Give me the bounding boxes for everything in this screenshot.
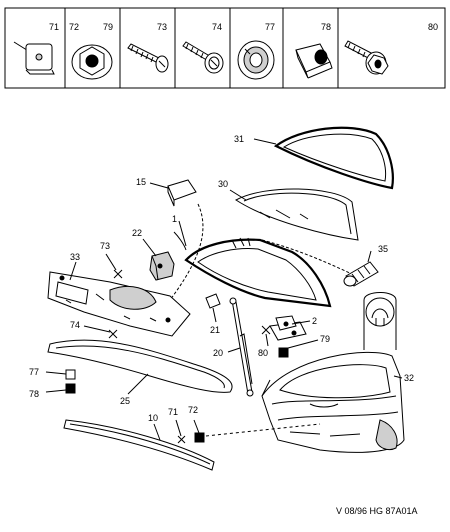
callout-1: 1	[172, 214, 177, 224]
nut-79: 79	[278, 334, 330, 358]
hardware-number-77: 77	[265, 22, 275, 32]
screw-74-icon	[182, 41, 224, 74]
callout-20: 20	[213, 348, 223, 358]
cage-nut-78: 78	[29, 383, 76, 399]
spoiler-trim-25: 25	[47, 339, 233, 406]
callout-30: 30	[218, 179, 228, 189]
callout-15: 15	[136, 177, 146, 187]
hardware-number-72: 72	[69, 22, 79, 32]
fastener-73: 73	[100, 241, 123, 279]
strut-end-35: 35	[343, 244, 388, 287]
fastener-71-bottom: 71	[168, 407, 186, 444]
rear-glass-30: 30	[218, 179, 359, 241]
hinge-2: 2	[269, 315, 317, 341]
callout-74: 74	[70, 320, 80, 330]
callout-10: 10	[148, 413, 158, 423]
fastener-74: 74	[70, 320, 118, 339]
callout-78: 78	[29, 389, 39, 399]
pad-15: 15	[136, 177, 197, 207]
diagram-reference: V 08/96 HG 87A01A	[336, 506, 418, 516]
car-rear-32: 32	[261, 351, 414, 453]
callout-80: 80	[258, 348, 268, 358]
callout-33: 33	[70, 252, 80, 262]
inner-trim-panel-33: 33	[47, 252, 191, 337]
seal-detail-inset	[363, 292, 397, 350]
callout-77: 77	[29, 367, 39, 377]
flange-nut-72-icon	[71, 44, 113, 80]
hardware-number-71: 71	[49, 22, 59, 32]
lower-trim-strip-10: 10	[63, 413, 215, 471]
hardware-number-73: 73	[157, 22, 167, 32]
grommet-77: 77	[29, 367, 76, 380]
bolt-80-icon	[344, 40, 389, 75]
clip-71-icon	[13, 41, 55, 75]
wiring-lines	[169, 203, 353, 301]
callout-32: 32	[404, 373, 414, 383]
callout-21: 21	[210, 325, 220, 335]
window-seal-31: 31	[234, 126, 394, 190]
callout-2: 2	[312, 316, 317, 326]
callout-71: 71	[168, 407, 178, 417]
cage-nut-78-icon	[295, 43, 333, 79]
hardware-number-79: 79	[103, 22, 113, 32]
fastener-80: 80	[258, 325, 271, 358]
tailgate-frame-1: 1	[172, 214, 332, 308]
hardware-number-74: 74	[212, 22, 222, 32]
callout-79: 79	[320, 334, 330, 344]
screw-73-icon	[127, 43, 169, 73]
callout-73: 73	[100, 241, 110, 251]
hardware-number-78: 78	[321, 22, 331, 32]
callout-22: 22	[132, 228, 142, 238]
callout-72: 72	[188, 405, 198, 415]
hardware-number-80: 80	[428, 22, 438, 32]
callout-31: 31	[234, 134, 244, 144]
stop-21: 21	[205, 293, 221, 335]
callout-35: 35	[378, 244, 388, 254]
nut-72-bottom: 72	[188, 405, 205, 443]
lock-22: 22	[132, 228, 175, 281]
callout-25: 25	[120, 396, 130, 406]
gas-strut-20: 20	[213, 297, 254, 397]
grommet-77-icon	[237, 40, 275, 80]
hardware-header: 71 72 79 73 74 77 78 80	[4, 7, 446, 89]
